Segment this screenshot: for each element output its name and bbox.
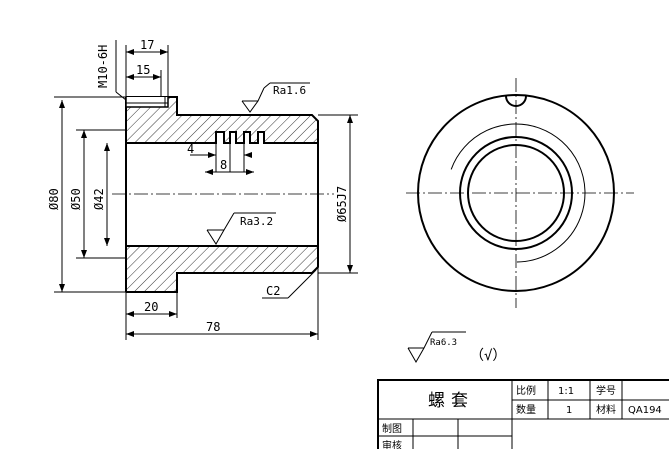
bore-circle-inner (467, 144, 565, 242)
thread-hole (125, 97, 169, 108)
scale-label: 比例 (516, 384, 536, 397)
chamfer-c2: C2 (266, 284, 280, 298)
number-label: 学号 (596, 384, 616, 397)
roughness-top: Ra1.6 (273, 84, 306, 97)
lower-wall-hatch (126, 246, 318, 292)
quantity-value: 1 (566, 405, 572, 416)
outer-circle (417, 94, 615, 292)
end-view (406, 78, 634, 308)
thread-circle (446, 123, 586, 263)
quantity-label: 数量 (516, 403, 536, 416)
dim-20: 20 (144, 300, 158, 314)
dia-80: Ø80 (47, 188, 61, 210)
dim-8: 8 (220, 158, 227, 172)
roughness-bore: Ra3.2 (240, 215, 273, 228)
material-value: QA194 (628, 405, 662, 416)
dim-17: 17 (140, 38, 154, 52)
section-view: 17 15 M10-6H Ra1.6 4 8 Ra3.2 Ø80 (47, 38, 358, 340)
dim-78: 78 (206, 320, 220, 334)
roughness-general-paren: （√） (470, 348, 506, 364)
general-roughness: Ra6.3 （√） (407, 331, 506, 364)
dim-4: 4 (187, 142, 194, 156)
dia-42: Ø42 (92, 188, 106, 210)
dia-65: Ø65J7 (335, 186, 349, 222)
upper-wall-hatch (126, 97, 318, 143)
title-block: 螺套 比例 1:1 学号 数量 1 材料 QA194 制图 审核 (377, 379, 669, 449)
material-label: 材料 (596, 403, 616, 416)
roughness-general: Ra6.3 (430, 338, 457, 348)
thread-hole-mark (505, 95, 527, 107)
thread-label: M10-6H (96, 45, 110, 88)
scale-value: 1:1 (558, 386, 574, 397)
checked-by-label: 审核 (382, 439, 402, 449)
upper-bore-line (126, 131, 318, 144)
dim-15: 15 (136, 63, 150, 77)
drawn-by-label: 制图 (382, 422, 402, 435)
dia-50: Ø50 (69, 188, 83, 210)
bore-circle-outer (459, 136, 573, 250)
part-name: 螺套 (428, 391, 474, 411)
